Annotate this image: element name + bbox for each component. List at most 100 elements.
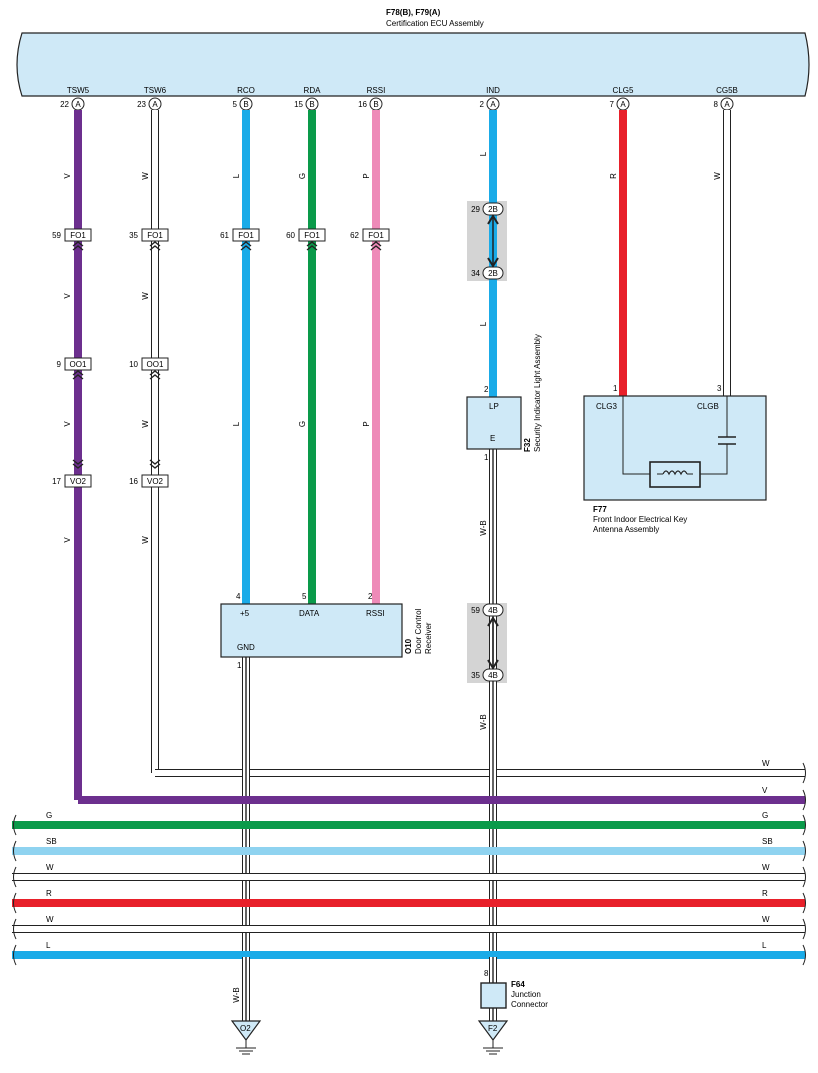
bus-label-left: G bbox=[46, 811, 52, 820]
bus-label-right: W bbox=[762, 915, 770, 924]
ground-o2-label: O2 bbox=[240, 1024, 251, 1033]
ecu-terminal-name: TSW5 bbox=[67, 86, 90, 95]
chevron-icon bbox=[72, 241, 84, 247]
f64-name-1: Junction bbox=[511, 990, 541, 999]
ecu-terminal-pin: 22 bbox=[60, 100, 69, 109]
chevron-icon bbox=[240, 245, 252, 251]
bus-label-left: R bbox=[46, 889, 52, 898]
chevron-icon bbox=[149, 463, 161, 469]
chevron-icon bbox=[149, 459, 161, 465]
wire-layer bbox=[74, 110, 805, 1021]
ecu-terminal-conn-letter: A bbox=[620, 100, 626, 109]
arrow-down-icon bbox=[487, 257, 499, 268]
connector-vo2-label: VO2 bbox=[147, 477, 164, 486]
break-mark-icon bbox=[802, 918, 806, 940]
ground-icon bbox=[230, 1020, 262, 1042]
wire-label-tsw5: V bbox=[63, 173, 72, 179]
f32-e-label: E bbox=[490, 434, 495, 443]
ground-o2: O2 bbox=[230, 1020, 262, 1055]
chevron-icon bbox=[72, 459, 84, 465]
wire-label-tsw5: V bbox=[63, 421, 72, 427]
chevron-icon bbox=[149, 245, 161, 251]
f64-pin: 8 bbox=[484, 969, 489, 978]
f64-component: 8 F64 Junction Connector bbox=[480, 969, 548, 1009]
wire-label-rssi: P bbox=[362, 173, 371, 178]
break-mark-icon bbox=[802, 892, 806, 914]
chevron-icon bbox=[72, 370, 84, 376]
break-mark-icon bbox=[13, 892, 17, 914]
o10-code: O10 bbox=[404, 638, 413, 654]
chevron-icon bbox=[149, 374, 161, 380]
break-mark-icon bbox=[802, 762, 806, 784]
connector-fo1 bbox=[298, 228, 326, 242]
bus-label-left: SB bbox=[46, 837, 57, 846]
connector-fo1-label: FO1 bbox=[70, 231, 86, 240]
o10-name-2: Receiver bbox=[424, 622, 433, 654]
o10-data-label: DATA bbox=[299, 609, 320, 618]
bus-label-right: SB bbox=[762, 837, 773, 846]
o10-pin-p5: 4 bbox=[236, 592, 241, 601]
junction-4b-bottom-pin: 35 bbox=[471, 671, 480, 680]
o10-p5-label: +5 bbox=[240, 609, 250, 618]
chevron-icon bbox=[72, 463, 84, 469]
ecu-terminal-name: RDA bbox=[304, 86, 322, 95]
junction-2b-bottom-label: 2B bbox=[488, 269, 498, 278]
ecu-terminal-name: RSSI bbox=[367, 86, 386, 95]
f64-code: F64 bbox=[511, 980, 525, 989]
o10-pin-data: 5 bbox=[302, 592, 307, 601]
ecu-terminal-conn-letter: A bbox=[490, 100, 496, 109]
wire-label-tsw6: W bbox=[141, 536, 150, 544]
chevron-icon bbox=[306, 241, 318, 247]
f32-name: Security Indicator Light Assembly bbox=[533, 334, 542, 452]
wire-label-tsw5: V bbox=[63, 537, 72, 543]
break-mark-icon bbox=[13, 944, 17, 966]
chevron-icon bbox=[72, 374, 84, 380]
connector-fo1-label: FO1 bbox=[238, 231, 254, 240]
wire-label-cg5b: W bbox=[713, 172, 722, 180]
f77-name-2: Antenna Assembly bbox=[593, 525, 659, 534]
bus-label-right: W bbox=[762, 759, 770, 768]
connector-vo2-pin: 16 bbox=[129, 477, 138, 486]
bus-label-left: W bbox=[46, 863, 54, 872]
junction-4b-bottom-label: 4B bbox=[488, 671, 498, 680]
ecu-terminal-conn-letter: A bbox=[75, 100, 81, 109]
connector-fo1-label: FO1 bbox=[368, 231, 384, 240]
chevron-icon bbox=[370, 241, 382, 247]
connector-vo2 bbox=[141, 474, 169, 488]
break-mark-icon bbox=[13, 840, 17, 862]
wire-label-tsw5: V bbox=[63, 293, 72, 299]
chevron-icon bbox=[149, 241, 161, 247]
connector-fo1 bbox=[232, 228, 260, 242]
ecu-terminal-name: TSW6 bbox=[144, 86, 167, 95]
ecu-terminal-name: IND bbox=[486, 86, 500, 95]
o10-rssi-label: RSSI bbox=[366, 609, 385, 618]
junction-2b-top-pin: 29 bbox=[471, 205, 480, 214]
f77-name-1: Front Indoor Electrical Key bbox=[593, 515, 687, 524]
connector-fo1-label: FO1 bbox=[304, 231, 320, 240]
wire-label-gnd-o10: W-B bbox=[232, 987, 241, 1002]
junction-2b-top-label: 2B bbox=[488, 205, 498, 214]
f77-pin-clg3: 1 bbox=[613, 384, 618, 393]
connector-oo1-label: OO1 bbox=[70, 360, 87, 369]
f32-lp-label: LP bbox=[489, 402, 499, 411]
connector-oo1-label: OO1 bbox=[147, 360, 164, 369]
ecu-terminal-pin: 2 bbox=[480, 100, 485, 109]
ground-icon bbox=[477, 1020, 509, 1042]
ecu-terminal-conn-letter: B bbox=[373, 100, 378, 109]
junction-4b-top-pin: 59 bbox=[471, 606, 480, 615]
wire-label-ind: L bbox=[479, 321, 488, 326]
wire-label-tsw6: W bbox=[141, 172, 150, 180]
ecu-terminal-name: RCO bbox=[237, 86, 255, 95]
bus-label-right: W bbox=[762, 863, 770, 872]
ecu-terminal-conn-letter: A bbox=[152, 100, 158, 109]
bus-label-right: L bbox=[762, 941, 767, 950]
ecu-terminal-pin: 16 bbox=[358, 100, 367, 109]
bus-label-right: G bbox=[762, 811, 768, 820]
break-mark-icon bbox=[802, 944, 806, 966]
wire-label-ind: L bbox=[479, 151, 488, 156]
connector-fo1-pin: 35 bbox=[129, 231, 138, 240]
chevron-icon bbox=[72, 245, 84, 251]
connector-fo1-pin: 60 bbox=[286, 231, 295, 240]
ecu-terminal-name: CG5B bbox=[716, 86, 738, 95]
